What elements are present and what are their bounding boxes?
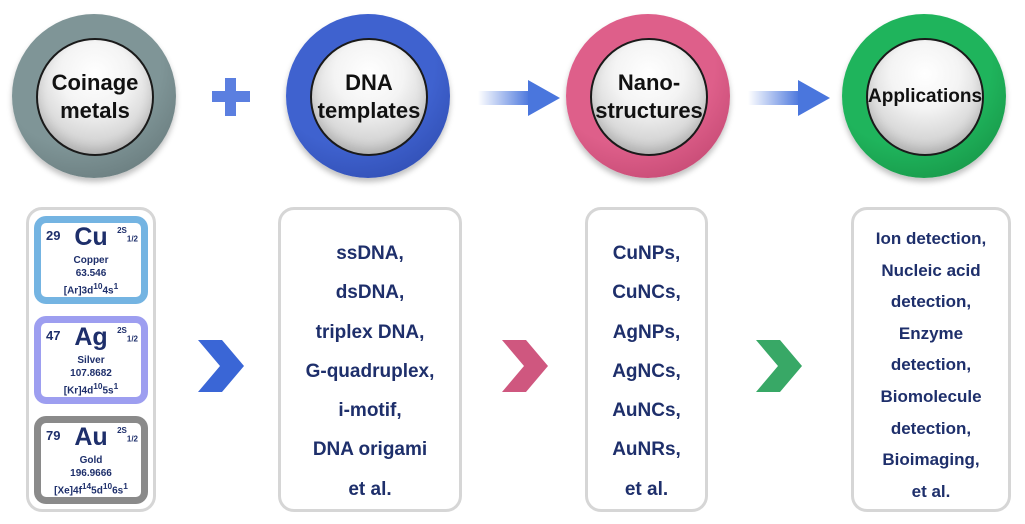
element-electron-config: [Kr]4d105s1 — [41, 381, 141, 396]
element-card-gold: 79 Au 2S1/2 Gold 196.9666 [Xe]4f145d106s… — [34, 416, 148, 504]
config-sup: 14 — [81, 481, 92, 491]
config-sup: 10 — [93, 281, 103, 291]
chevron-right-icon — [502, 340, 548, 392]
element-symbol: Au — [74, 423, 108, 451]
element-name: Silver — [77, 355, 105, 366]
element-electron-config: [Ar]3d104s1 — [41, 281, 141, 296]
applications-list: Ion detection, Nucleic acid detection, Enzy… — [854, 223, 1008, 507]
element-mass: 196.9666 — [70, 468, 112, 479]
dna-template-item: ssDNA, — [336, 243, 404, 264]
element-term-symbol: 2S1/2 — [117, 226, 138, 243]
element-term-symbol: 2S1/2 — [117, 326, 138, 343]
element-name: Copper — [73, 255, 109, 266]
stage-applications-inner: Applications — [866, 38, 984, 156]
application-item: Enzyme — [898, 323, 964, 343]
dna-template-item: G-quadruplex, — [305, 360, 435, 382]
applications-box: Ion detection, Nucleic acid detection, Enzy… — [851, 207, 1011, 512]
config-part: 5s — [102, 385, 114, 397]
application-item: detection, — [890, 418, 972, 438]
config-part: [Ar]3d — [63, 285, 94, 297]
element-number: 29 — [46, 228, 61, 243]
element-card-copper: 29 Cu 2S1/2 Copper 63.546 [Ar]3d104s1 — [34, 216, 148, 304]
stage-coinage-metals: Coinage metals — [12, 14, 176, 178]
stage-dna-templates-inner: DNA templates — [310, 38, 428, 156]
term-prefix: 2S — [117, 426, 127, 435]
chevron-right-icon — [198, 340, 244, 392]
element-card-silver-inner: 47 Ag 2S1/2 Silver 107.8682 [Kr]4d105s1 — [41, 323, 141, 397]
dna-template-item: et al. — [348, 478, 392, 500]
element-symbol: Cu — [74, 223, 108, 251]
stage-dna-templates-label: DNA templates — [317, 70, 421, 123]
application-item: Biomolecule — [880, 386, 982, 406]
nanostructure-item: AuNRs, — [612, 439, 681, 461]
dna-templates-list: ssDNA, dsDNA, triplex DNA, G-quadruplex, i-m… — [281, 234, 459, 509]
config-sup: 1 — [123, 481, 128, 491]
config-sup: 1 — [113, 381, 119, 391]
nanostructure-item: CuNPs, — [612, 243, 681, 264]
application-item: detection, — [890, 355, 972, 375]
stage-applications: Applications — [842, 14, 1006, 178]
element-name: Gold — [79, 455, 103, 466]
term-subscript: 1/2 — [126, 334, 138, 344]
nanostructure-item: AgNPs, — [612, 321, 681, 343]
arrow-right-icon — [748, 80, 830, 116]
config-part: 4s — [102, 285, 114, 297]
application-item: detection, — [890, 292, 972, 312]
stage-nanostructures-inner: Nano- structures — [590, 38, 708, 156]
element-card-silver: 47 Ag 2S1/2 Silver 107.8682 [Kr]4d105s1 — [34, 316, 148, 404]
dna-template-item: DNA origami — [312, 439, 428, 461]
config-sup: 10 — [93, 381, 103, 391]
nanostructure-item: CuNCs, — [612, 282, 681, 304]
element-term-symbol: 2S1/2 — [117, 426, 138, 443]
config-part: [Xe]4f — [54, 485, 82, 497]
term-prefix: 2S — [117, 226, 127, 235]
element-mass: 107.8682 — [70, 368, 112, 379]
element-electron-config: [Xe]4f145d106s1 — [41, 481, 141, 496]
application-item: et al. — [911, 481, 951, 501]
stage-coinage-metals-label: Coinage metals — [51, 70, 139, 123]
nanostructure-item: AgNCs, — [612, 360, 681, 382]
term-subscript: 1/2 — [126, 434, 138, 444]
element-number: 47 — [46, 328, 61, 343]
stage-dna-templates: DNA templates — [286, 14, 450, 178]
stage-nanostructures: Nano- structures — [566, 14, 730, 178]
config-part: [Kr]4d — [63, 385, 94, 397]
nanostructure-item: AuNCs, — [612, 400, 681, 422]
stage-coinage-metals-inner: Coinage metals — [36, 38, 154, 156]
config-sup: 10 — [102, 481, 113, 491]
config-part: 5d — [91, 485, 103, 497]
stage-applications-label: Applications — [868, 86, 983, 107]
term-subscript: 1/2 — [126, 234, 138, 244]
config-sup: 1 — [113, 281, 119, 291]
arrow-right-icon — [478, 80, 560, 116]
chevron-right-icon — [756, 340, 802, 392]
nanostructures-list: CuNPs, CuNCs, AgNPs, AgNCs, AuNCs, AuNRs, et a… — [588, 234, 705, 509]
term-prefix: 2S — [117, 326, 127, 335]
element-symbol: Ag — [74, 323, 108, 351]
element-card-gold-inner: 79 Au 2S1/2 Gold 196.9666 [Xe]4f145d106s… — [41, 423, 141, 497]
config-part: 6s — [112, 485, 124, 497]
element-mass: 63.546 — [75, 268, 107, 279]
plus-sign — [212, 78, 250, 116]
element-card-copper-inner: 29 Cu 2S1/2 Copper 63.546 [Ar]3d104s1 — [41, 223, 141, 297]
dna-templates-box: ssDNA, dsDNA, triplex DNA, G-quadruplex, i-m… — [278, 207, 462, 512]
dna-template-item: dsDNA, — [335, 282, 405, 304]
application-item: Ion detection, — [875, 229, 987, 248]
application-item: Bioimaging, — [882, 450, 980, 470]
dna-template-item: triplex DNA, — [315, 321, 425, 343]
dna-template-item: i-motif, — [338, 400, 402, 422]
application-item: Nucleic acid — [881, 260, 981, 280]
stage-nanostructures-label: Nano- structures — [595, 70, 703, 123]
element-number: 79 — [46, 428, 61, 443]
nanostructure-item: et al. — [624, 478, 669, 500]
nanostructures-box: CuNPs, CuNCs, AgNPs, AgNCs, AuNCs, AuNRs, et a… — [585, 207, 708, 512]
